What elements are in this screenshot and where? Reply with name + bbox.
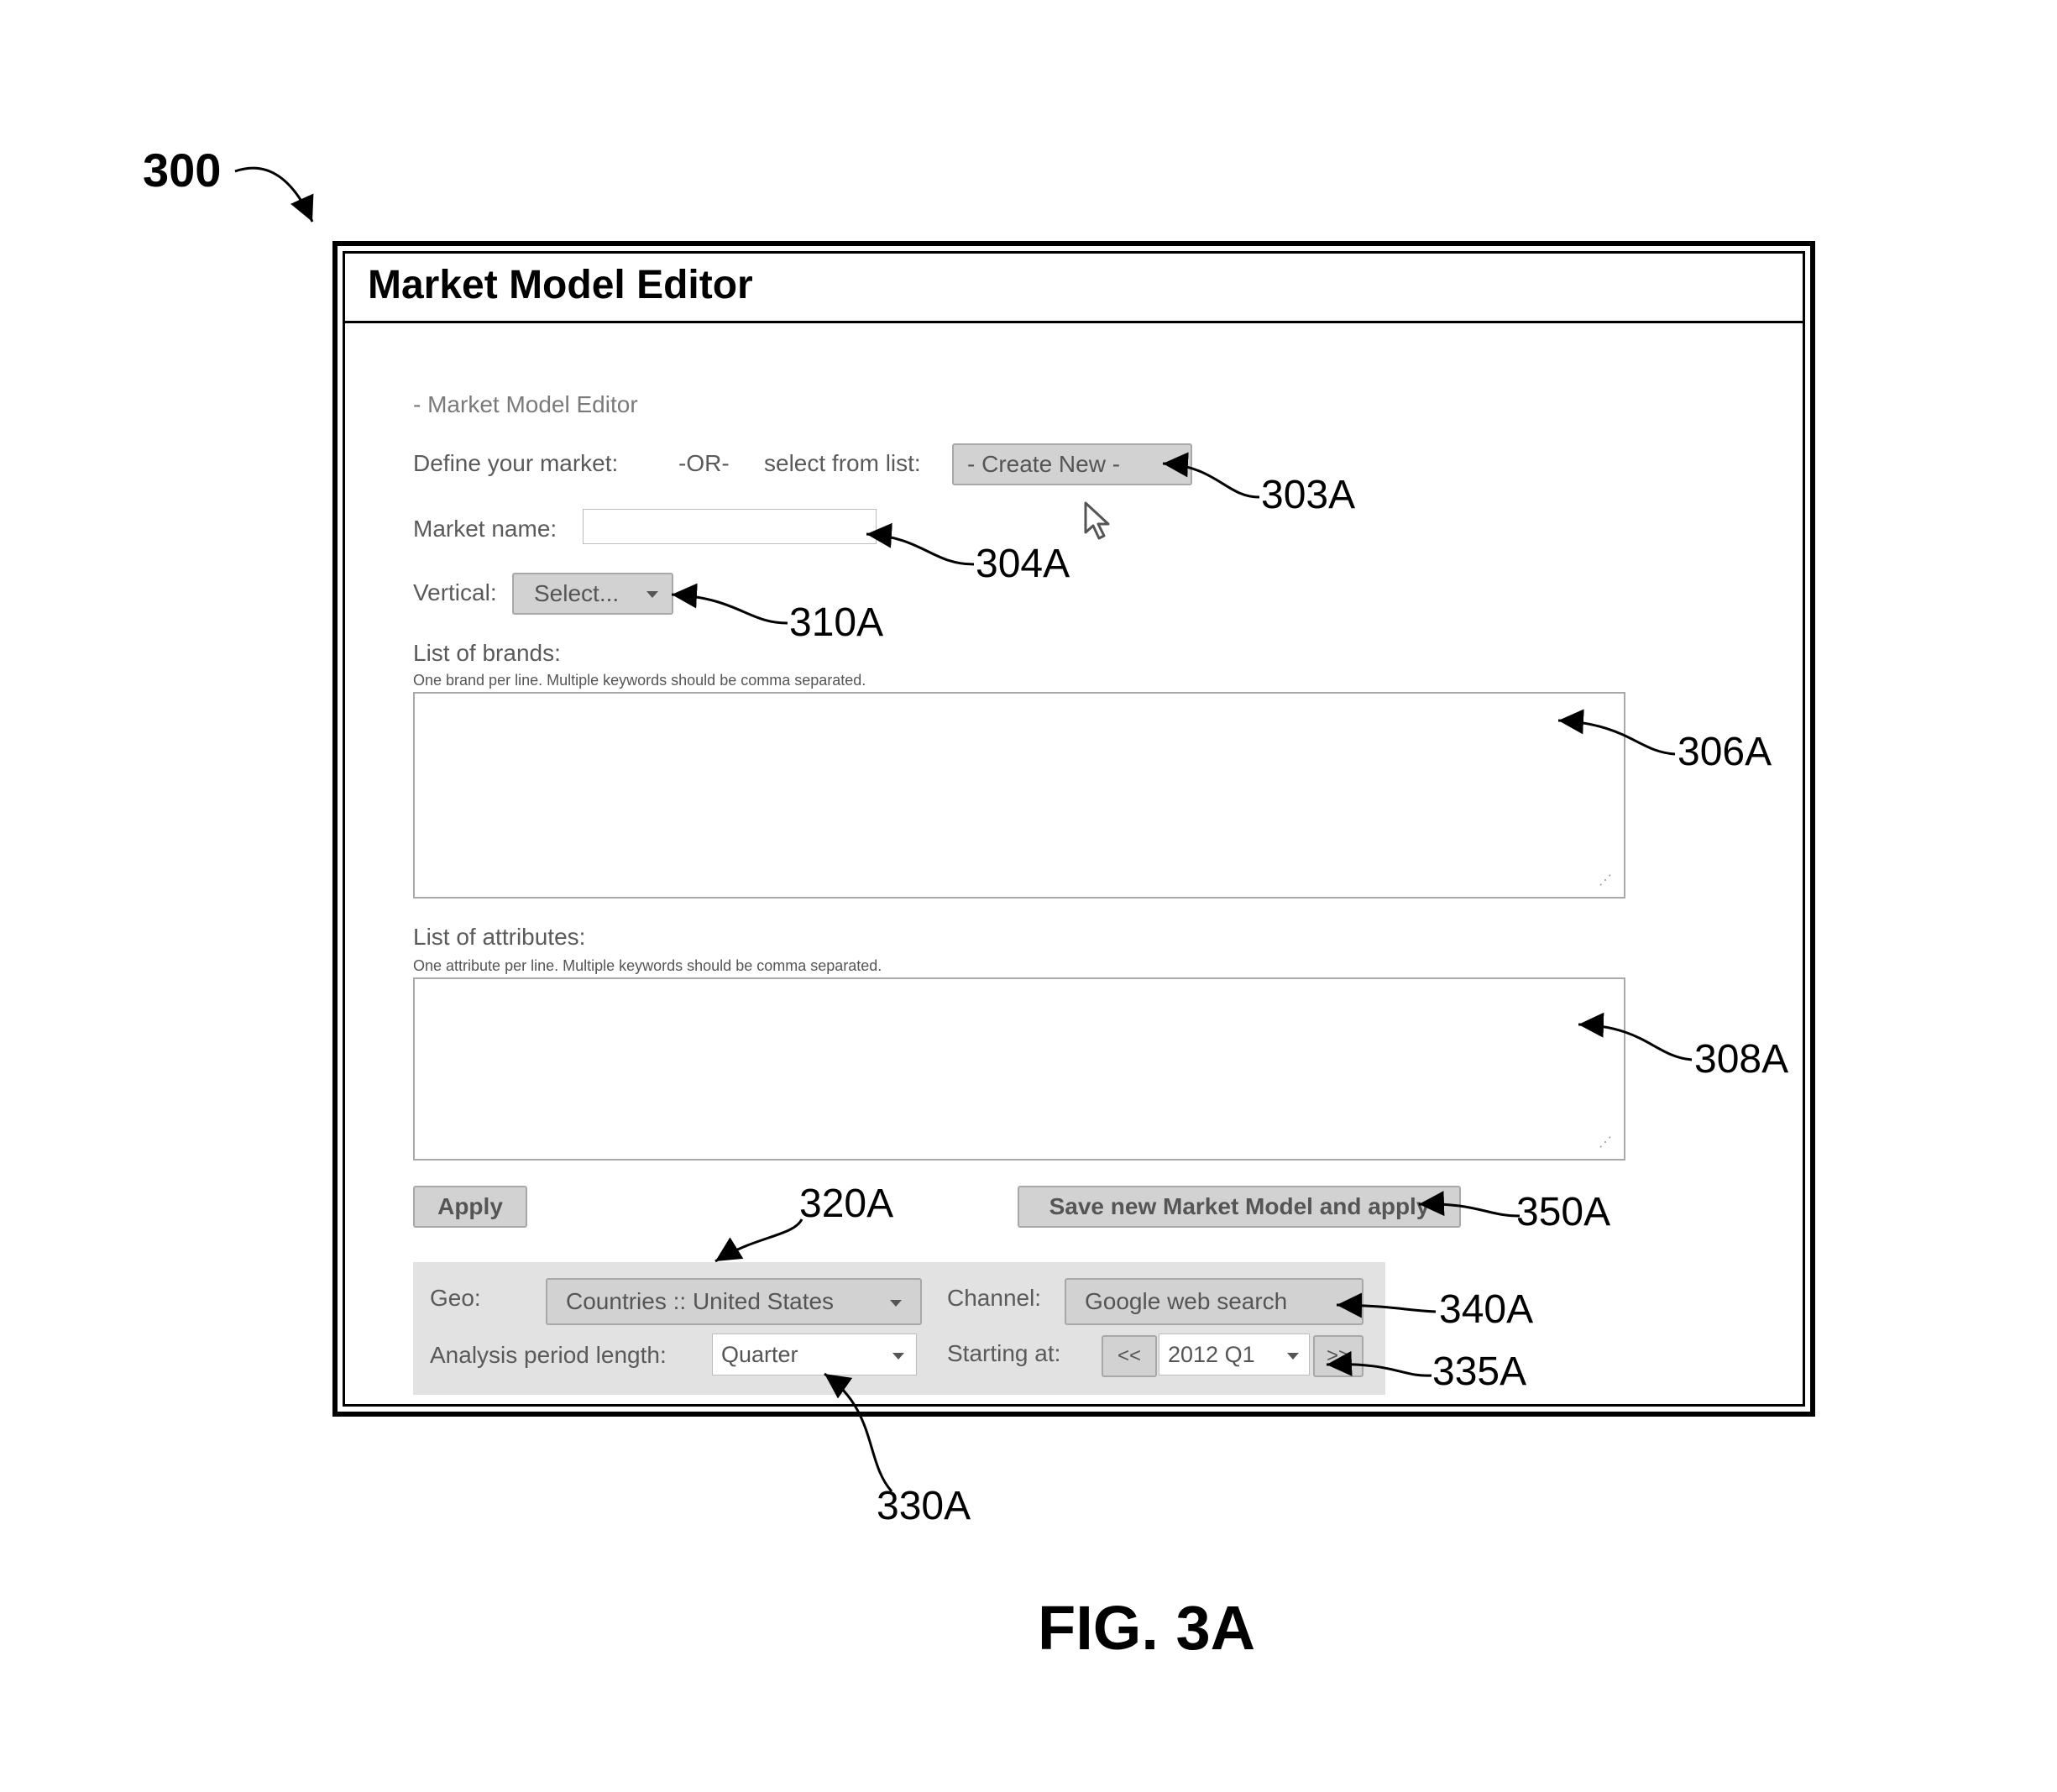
callout-320A: 320A	[799, 1181, 893, 1227]
leader-304A	[866, 534, 974, 564]
leader-335A	[1327, 1365, 1432, 1375]
callout-304A: 304A	[976, 541, 1070, 587]
leader-303A	[1163, 464, 1259, 497]
callout-303A: 303A	[1261, 472, 1355, 518]
leader-300	[235, 168, 312, 222]
callout-306A: 306A	[1678, 729, 1772, 775]
callout-335A: 335A	[1432, 1349, 1526, 1395]
callout-350A: 350A	[1516, 1189, 1610, 1235]
callout-340A: 340A	[1439, 1286, 1533, 1333]
callout-310A: 310A	[789, 600, 883, 646]
leader-320A	[715, 1219, 802, 1261]
leader-306A	[1558, 720, 1675, 754]
callout-308A: 308A	[1694, 1036, 1788, 1082]
figure-caption: FIG. 3A	[1038, 1592, 1255, 1664]
leader-308A	[1578, 1024, 1692, 1060]
leader-340A	[1337, 1305, 1436, 1312]
leader-310A	[672, 595, 788, 623]
leader-350A	[1419, 1204, 1520, 1216]
callout-330A: 330A	[877, 1483, 971, 1529]
leader-330A	[824, 1374, 892, 1491]
